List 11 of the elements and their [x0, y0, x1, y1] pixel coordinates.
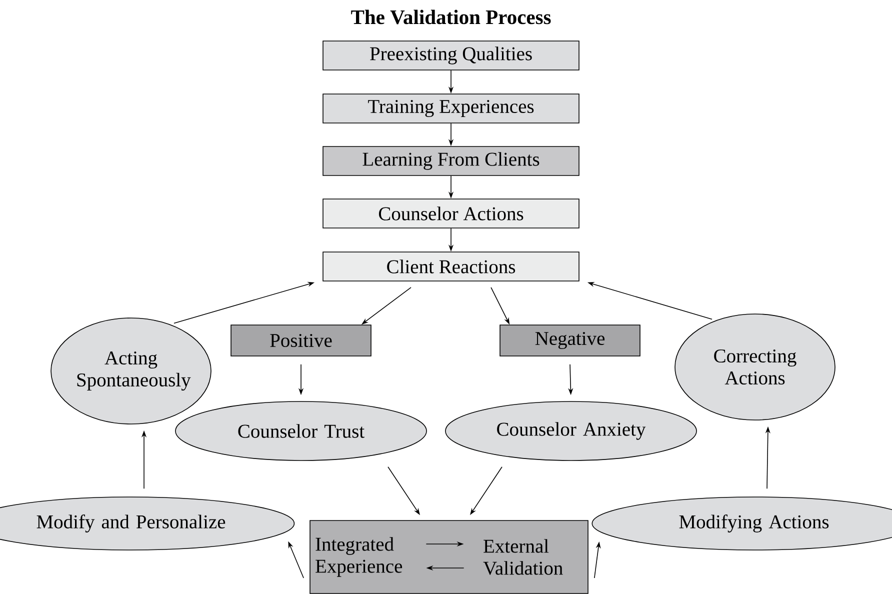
process-box: Counselor Actions	[322, 198, 580, 228]
box-text: External Validation	[483, 539, 563, 575]
process-box: Learning From Clients	[322, 146, 580, 176]
process-box: Training Experiences	[322, 94, 580, 124]
box-text: Integrated Experience	[316, 537, 402, 577]
title: The Validation Process	[351, 10, 551, 24]
process-box: Client Reactions	[322, 252, 580, 282]
integration-box	[310, 520, 588, 594]
outcome-box: Negative	[500, 324, 640, 356]
process-box: Preexisting Qualities	[322, 40, 580, 70]
outcome-box: Positive	[230, 324, 372, 356]
